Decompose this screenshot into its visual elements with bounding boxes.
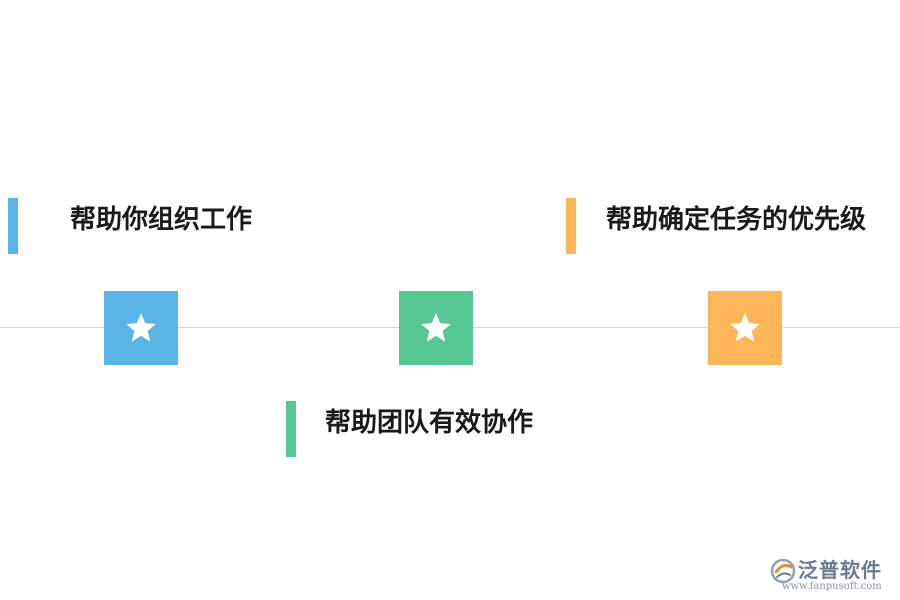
timeline-node-1 xyxy=(104,291,178,365)
watermark-url: www.fanpusoft.com xyxy=(782,581,882,592)
item-label-1: 帮助你组织工作 xyxy=(70,205,253,235)
fanpu-logo-icon xyxy=(770,558,796,584)
accent-bar-2 xyxy=(286,401,296,457)
star-icon xyxy=(421,313,451,342)
timeline-node-2 xyxy=(399,291,473,365)
accent-bar-1 xyxy=(8,198,18,254)
timeline-node-3 xyxy=(708,291,782,365)
item-label-3: 帮助确定任务的优先级 xyxy=(606,205,867,235)
star-icon xyxy=(730,313,760,342)
item-label-2: 帮助团队有效协作 xyxy=(325,408,534,438)
star-icon xyxy=(126,313,156,342)
watermark-name: 泛普软件 xyxy=(798,558,882,582)
watermark: 泛普软件 www.fanpusoft.com xyxy=(770,552,895,596)
accent-bar-3 xyxy=(566,198,576,254)
